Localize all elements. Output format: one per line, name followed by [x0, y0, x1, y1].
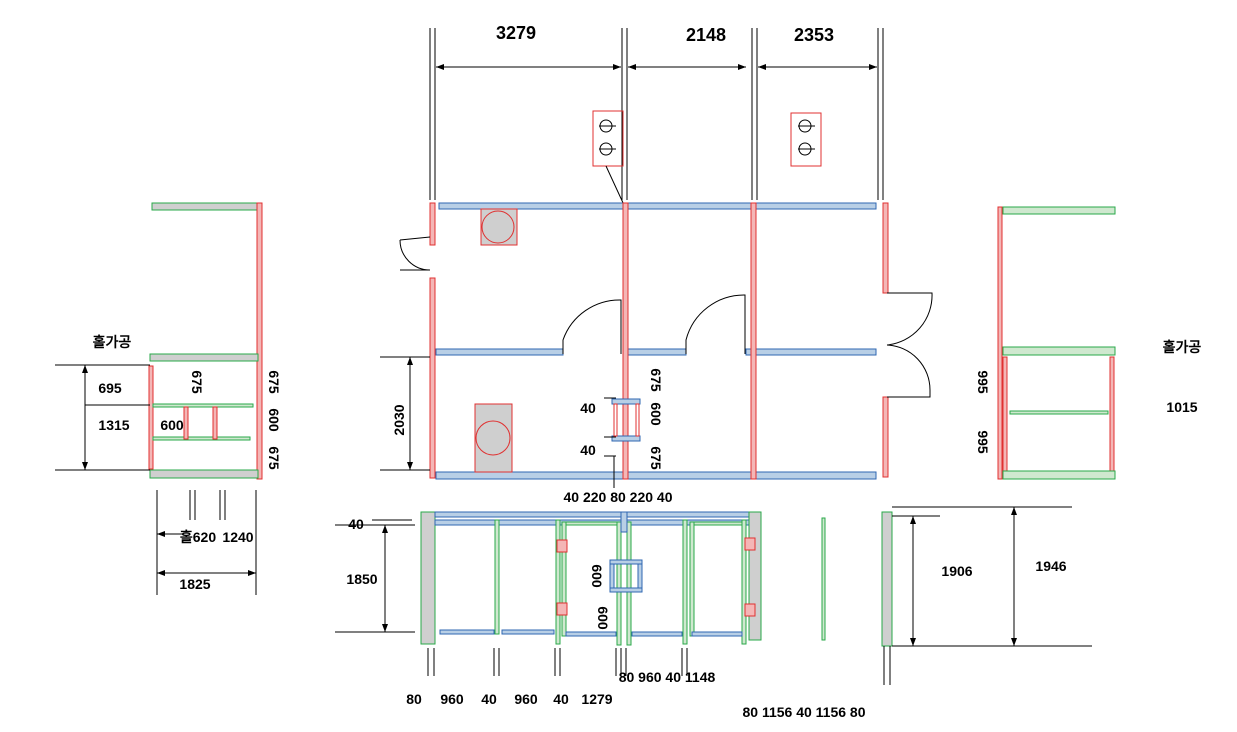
bottom-inner-dim-2: 600 [595, 606, 611, 630]
left-dim-600-side: 600 [266, 408, 282, 432]
left-dim-695: 695 [98, 380, 122, 396]
top-dim-1: 3279 [496, 23, 536, 43]
side-elevation: 1906 1946 [881, 506, 1092, 685]
right-dim-995-top: 995 [975, 370, 991, 394]
bottom-dim-40-b: 40 [553, 691, 569, 707]
left-dim-675-bottom: 675 [266, 446, 282, 470]
left-dim-1825: 1825 [179, 576, 210, 592]
left-dim-1240: 1240 [222, 529, 253, 545]
bottom-dim-80: 80 [406, 691, 422, 707]
bottom-dim-40-a: 40 [481, 691, 497, 707]
outlet-icon [592, 110, 625, 206]
side-inner-dim: 1906 [941, 563, 972, 579]
bottom-mid-dims: 80 960 40 1148 [619, 669, 716, 685]
left-dim-675-inner: 675 [189, 370, 205, 394]
top-dim-2: 2148 [686, 25, 726, 45]
plan-under-row-dims: 40 220 80 220 40 [564, 489, 673, 505]
bottom-dim-960-b: 960 [514, 691, 538, 707]
plan-side-dim-1: 675 [648, 368, 664, 392]
bottom-dim-960-a: 960 [440, 691, 464, 707]
outlet-icon [790, 112, 822, 167]
bottom-top-gap-dim: 40 [348, 516, 364, 532]
plan-side-dim-2: 600 [648, 402, 664, 426]
bottom-dim-1279: 1279 [581, 691, 612, 707]
bottom-inner-dim-1: 600 [589, 564, 605, 588]
left-side-view: 홀가공 695 1315 600 675 675 600 675 홀620 12… [55, 202, 282, 595]
plan-height-dim: 2030 [391, 404, 407, 435]
plan-small-dim-1: 40 [580, 400, 596, 416]
bottom-height-dim: 1850 [346, 571, 377, 587]
left-dim-hole620: 홀620 [180, 529, 216, 545]
left-dim-600: 600 [160, 417, 184, 433]
right-dim-1015: 1015 [1166, 399, 1197, 415]
bottom-right-dims: 80 1156 40 1156 80 [742, 704, 865, 720]
plan-small-dim-2: 40 [580, 442, 596, 458]
floor-plan: 2030 675 600 675 40 40 40 220 80 220 40 [380, 202, 933, 505]
bottom-elevation: 40 1850 600 600 80 960 40 960 40 1279 80… [335, 511, 866, 720]
left-dim-675-top: 675 [266, 370, 282, 394]
top-dimension-group: 3279 2148 2353 [429, 23, 884, 200]
top-dim-3: 2353 [794, 25, 834, 45]
right-view-title: 홀가공 [1163, 339, 1202, 355]
left-dim-1315: 1315 [98, 417, 129, 433]
left-view-title: 홀가공 [93, 334, 132, 350]
side-outer-dim: 1946 [1035, 558, 1066, 574]
plan-side-dim-3: 675 [648, 446, 664, 470]
right-side-view: 홀가공 995 995 1015 [975, 206, 1202, 480]
right-dim-995-bottom: 995 [975, 430, 991, 454]
